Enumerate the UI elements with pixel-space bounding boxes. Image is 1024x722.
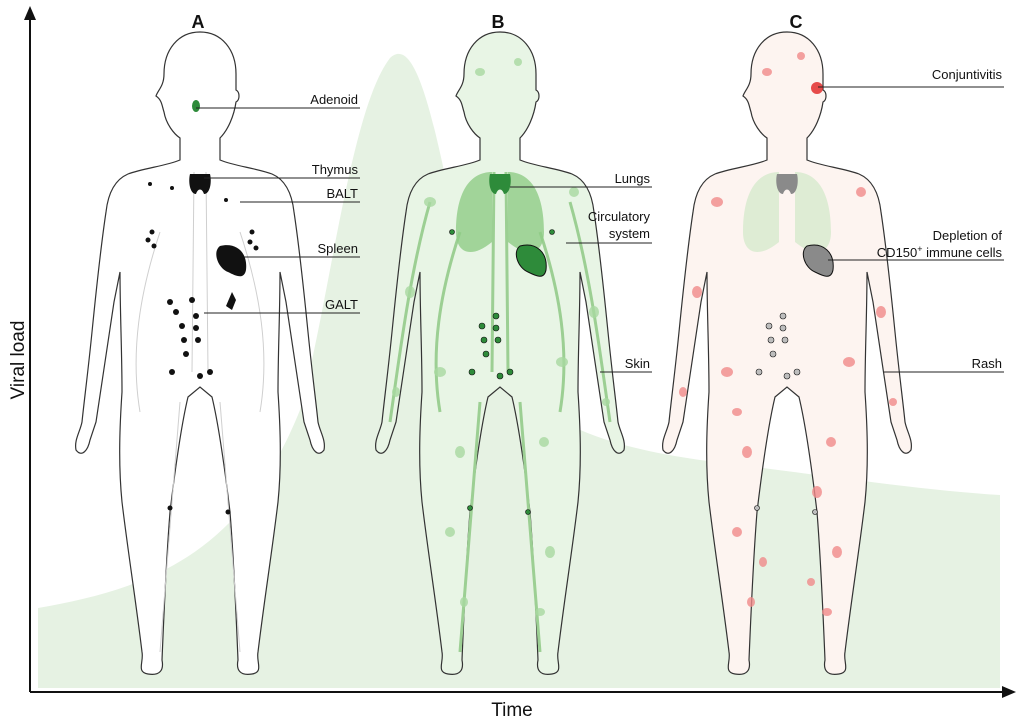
label-skin: Skin [625, 356, 650, 371]
label-cd150: CD150 [877, 245, 917, 260]
adenoid-organ [192, 100, 200, 112]
infected-spleen [515, 244, 547, 277]
rash-spots [679, 52, 897, 616]
thymus-organ [189, 174, 211, 194]
label-cd150-superscript: + [917, 244, 922, 254]
label-adenoid: Adenoid [310, 92, 358, 107]
label-conjuntivitis: Conjuntivitis [932, 67, 1003, 82]
label-balt: BALT [326, 186, 358, 201]
panel-letter-a: A [192, 12, 205, 32]
panel-b: B [374, 12, 652, 675]
panel-letter-c: C [790, 12, 803, 32]
label-system: system [609, 226, 650, 241]
label-rash: Rash [972, 356, 1002, 371]
x-axis-title: Time [491, 700, 533, 721]
label-immune-cells: immune cells [923, 245, 1003, 260]
panel-a: A Adenoid Thymus [74, 12, 360, 675]
panel-c: C [661, 12, 1004, 675]
label-galt: GALT [325, 297, 358, 312]
y-axis-arrow-icon [24, 6, 36, 20]
spleen-organ [216, 245, 247, 277]
conjunctivitis-eye [811, 82, 823, 94]
x-axis-arrow-icon [1002, 686, 1016, 698]
label-spleen: Spleen [318, 241, 358, 256]
y-axis-title: Viral load [8, 321, 29, 400]
viral-load-curve [38, 53, 1000, 689]
depleted-spleen [802, 244, 834, 277]
label-cd150-immune-cells: CD150+ immune cells [877, 244, 1003, 260]
panel-letter-b: B [492, 12, 505, 32]
label-depletion-of: Depletion of [933, 228, 1003, 243]
lungs-organ [456, 172, 544, 253]
label-lungs: Lungs [615, 171, 651, 186]
axes [24, 6, 1016, 698]
label-circulatory: Circulatory [588, 209, 651, 224]
label-thymus: Thymus [312, 162, 359, 177]
